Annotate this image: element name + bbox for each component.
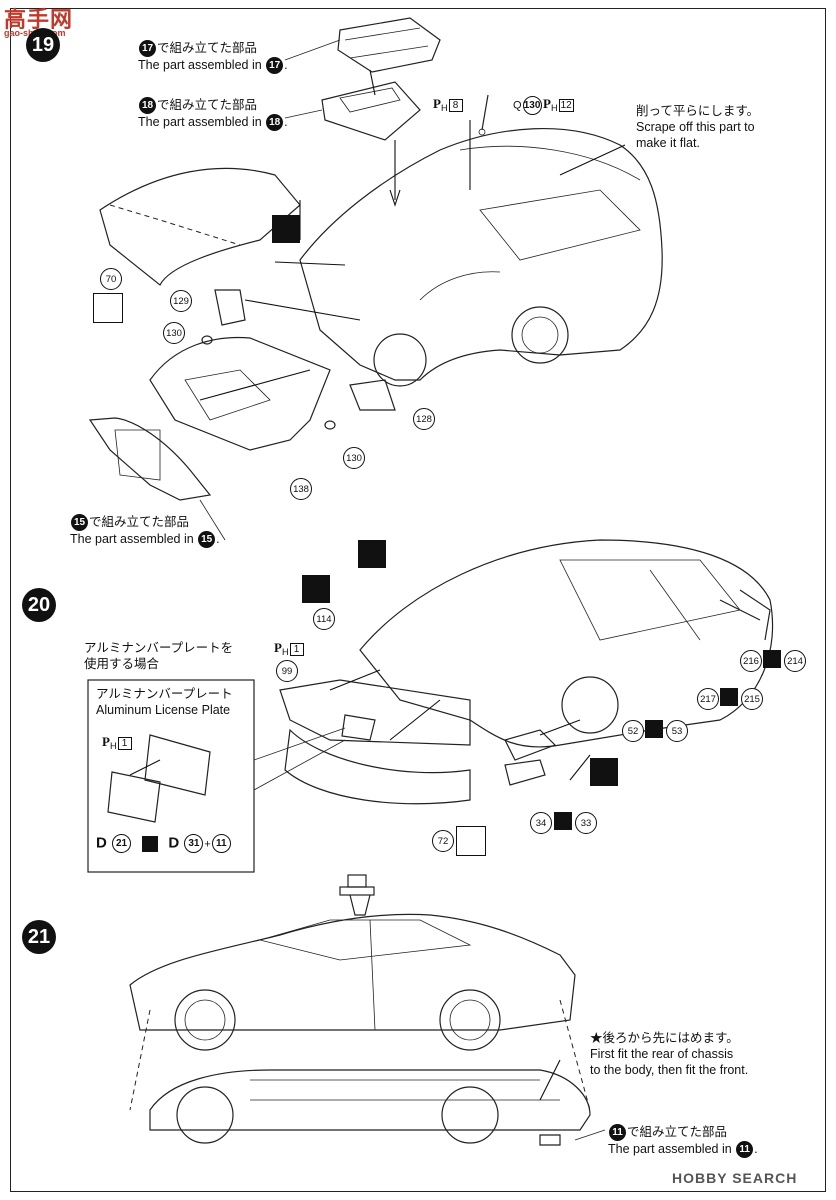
pair-icon-217 <box>720 688 738 706</box>
step-20-badge: 20 <box>22 588 56 622</box>
part-215: 215 <box>741 688 763 710</box>
ref-15-badge: 15 <box>71 514 88 532</box>
part-130-b: 130 <box>343 447 365 469</box>
paint-black-icon <box>272 215 300 243</box>
part-33: 33 <box>575 812 597 834</box>
part-99: 99 <box>276 660 298 682</box>
ref-11-badge: 11 <box>609 1124 626 1142</box>
part-128: 128 <box>413 408 435 430</box>
fit-order-note: ★後ろから先にはめます。 First fit the rear of chass… <box>590 1031 749 1077</box>
part-138: 138 <box>290 478 312 500</box>
part-216: 216 <box>740 650 762 672</box>
part-130-a: 130 <box>163 322 185 344</box>
paint-black-icon-2 <box>358 540 386 568</box>
part-214: 214 <box>784 650 806 672</box>
step-19-badge: 19 <box>26 28 60 62</box>
aluminum-plate-note: アルミナンバープレートを使用する場合 <box>84 641 234 671</box>
sand-flat-icon-2 <box>456 826 486 856</box>
d-part-row: D 21 D 31+11 <box>96 834 232 853</box>
part-34: 34 <box>530 812 552 834</box>
pair-icon-52 <box>645 720 663 738</box>
part-72: 72 <box>432 830 454 852</box>
part-70: 70 <box>100 268 122 290</box>
pair-icon-216 <box>763 650 781 668</box>
scrape-note: 削って平らにします。 Scrape off this part to make … <box>636 104 760 150</box>
swap-icon <box>142 835 159 852</box>
hobby-search-watermark: HOBBY SEARCH <box>672 1170 798 1186</box>
page-frame <box>10 8 826 1192</box>
sand-flat-icon <box>93 293 123 323</box>
part-52: 52 <box>622 720 644 742</box>
watermark-logo: 高手网 <box>4 7 74 32</box>
part-129: 129 <box>170 290 192 312</box>
ref-17-badge: 17 <box>139 40 156 58</box>
part-217: 217 <box>697 688 719 710</box>
part-53: 53 <box>666 720 688 742</box>
ref-18-badge: 18 <box>139 97 156 115</box>
pair-icon-34 <box>554 812 572 830</box>
part-114: 114 <box>313 608 335 630</box>
paint-black-icon-3 <box>302 575 330 603</box>
step-21-badge: 21 <box>22 920 56 954</box>
paint-black-icon-4 <box>590 758 618 786</box>
